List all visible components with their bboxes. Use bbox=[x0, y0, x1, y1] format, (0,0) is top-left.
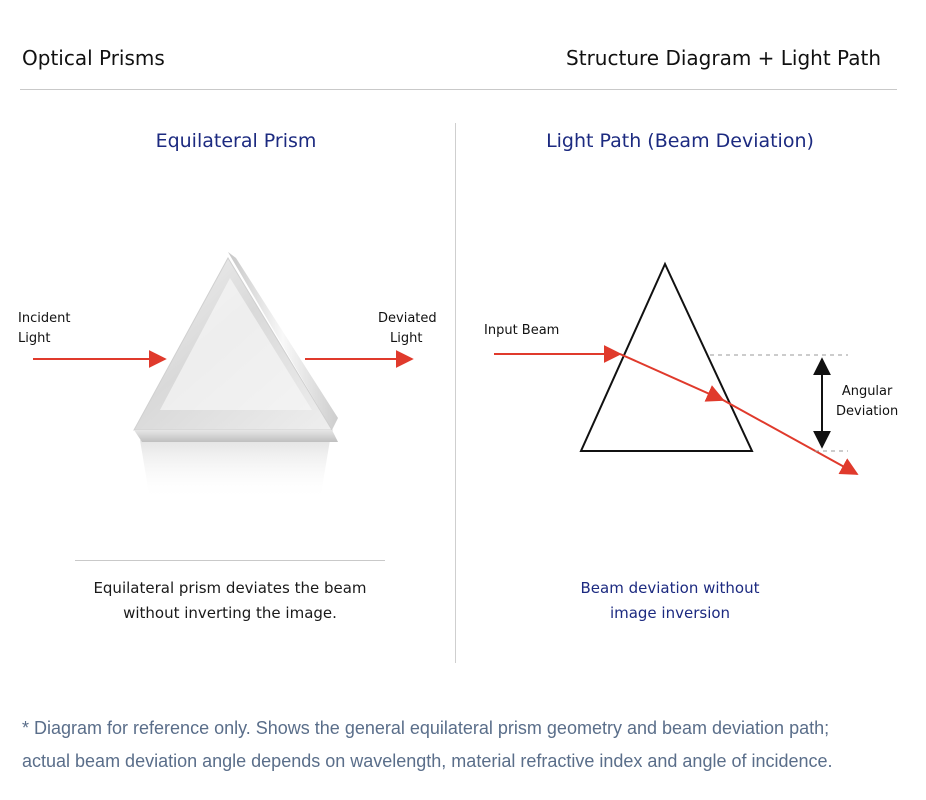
exit-beam bbox=[722, 399, 859, 475]
prism-reflection bbox=[140, 440, 330, 500]
prism-top-edge bbox=[228, 252, 338, 430]
deviated-light-label: Deviated Light bbox=[378, 311, 437, 346]
refracted-beam bbox=[619, 353, 725, 402]
page-title: Optical Prisms bbox=[22, 46, 165, 70]
angular-deviation-label: Angular Deviation bbox=[836, 384, 899, 419]
header-divider bbox=[20, 89, 897, 90]
input-beam-label: Input Beam bbox=[484, 323, 560, 338]
panel-divider bbox=[455, 123, 456, 663]
left-caption: Equilateral prism deviates the beam with… bbox=[93, 579, 367, 622]
page-subtitle: Structure Diagram + Light Path bbox=[566, 46, 881, 70]
incident-light-label: Incident Light bbox=[18, 311, 71, 346]
prism-base bbox=[134, 430, 338, 442]
prism-outline bbox=[579, 261, 754, 452]
footnote: * Diagram for reference only. Shows the … bbox=[22, 718, 833, 771]
caption-divider bbox=[75, 560, 385, 561]
right-caption: Beam deviation without image inversion bbox=[580, 579, 760, 622]
left-panel-title: Equilateral Prism bbox=[155, 130, 317, 152]
prism-inner-face bbox=[160, 278, 312, 410]
right-panel-title: Light Path (Beam Deviation) bbox=[546, 130, 814, 152]
